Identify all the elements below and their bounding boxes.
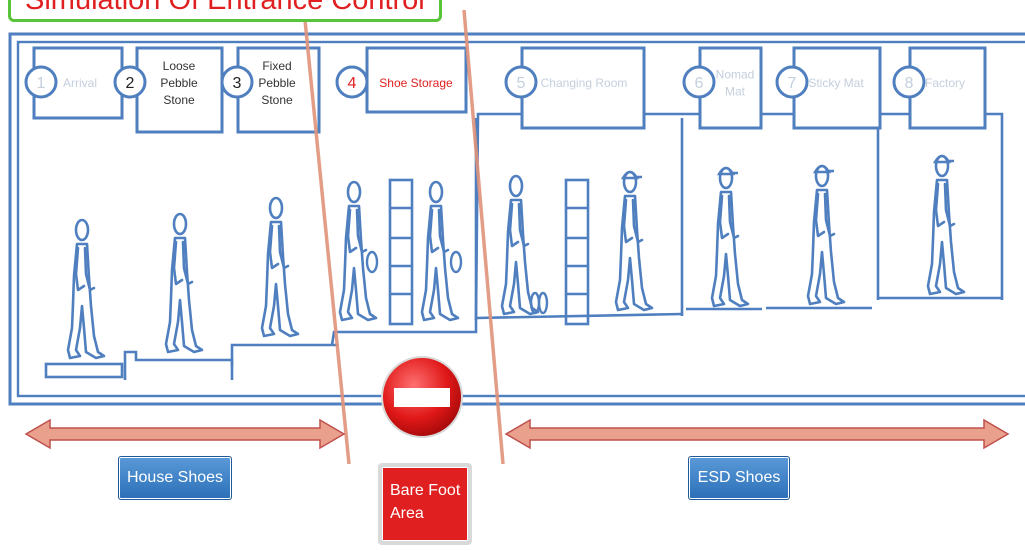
station-label: Changing Room: [541, 76, 628, 90]
walking-person-icon: [260, 196, 300, 338]
scene-frame: [8, 32, 1025, 406]
shoe-rack-icon: [564, 178, 590, 326]
page-title: Simulation Of Entrance Control: [8, 0, 442, 22]
station-number-circle: [682, 65, 716, 99]
station-number-circle: [24, 65, 58, 99]
cap-person-icon: [616, 172, 652, 310]
cap-person-icon: [712, 168, 748, 306]
station-label: Stone: [163, 93, 195, 107]
station-box: [236, 46, 321, 134]
station-number: 6: [695, 75, 704, 92]
station-number: 2: [126, 75, 135, 92]
station-box: [792, 46, 882, 130]
station-number-circle: [113, 65, 147, 99]
station-number: 5: [517, 75, 526, 92]
bare-foot-line-1: Bare Foot: [390, 482, 461, 499]
station-4: 4 Shoe Storage: [335, 46, 468, 114]
station-number-circle: [504, 65, 538, 99]
station-number: 7: [788, 75, 797, 92]
station-number: 3: [233, 75, 242, 92]
station-number: 1: [37, 75, 46, 92]
station-5: 5 Changing Room: [504, 46, 646, 130]
shoe-rack-icon: [388, 178, 414, 326]
station-label: Nomad: [716, 68, 755, 82]
station-8: 8 Factory: [892, 46, 987, 130]
station-label: Arrival: [63, 76, 97, 90]
cap-person-icon: [928, 156, 964, 294]
station-1: 1 Arrival: [24, 46, 124, 120]
station-number: 8: [905, 75, 914, 92]
station-label: Mat: [725, 85, 746, 99]
station-number: 4: [348, 75, 357, 92]
esd-shoes-badge: ESD Shoes: [688, 456, 790, 500]
station-label: Factory: [925, 76, 965, 90]
station-number-circle: [892, 65, 926, 99]
station-label: Fixed: [262, 59, 291, 73]
station-label: Stone: [261, 93, 293, 107]
esd-shoes-arrow: [504, 418, 1010, 450]
station-label: Sticky Mat: [808, 76, 864, 90]
station-number-circle: [220, 65, 254, 99]
scene-inner-frame: [16, 40, 1025, 398]
station-number-circle: [775, 65, 809, 99]
cap-person-icon: [808, 166, 844, 304]
bare-foot-area-badge: Bare Foot Area: [378, 463, 472, 545]
station-label: Shoe Storage: [379, 76, 453, 90]
house-shoes-arrow: [24, 418, 346, 450]
no-entry-sign-icon: [381, 356, 463, 438]
bare-foot-line-2: Area: [390, 505, 424, 522]
floor-platforms: [44, 112, 1004, 380]
station-label: Pebble: [160, 76, 198, 90]
station-box: [135, 46, 224, 134]
walking-person-icon: [66, 218, 106, 360]
walking-person-icon: [420, 180, 460, 322]
zone-divider-left: [302, 9, 351, 465]
walking-person-icon: [164, 212, 204, 354]
station-label: Loose: [163, 59, 196, 73]
station-7: 7 Sticky Mat: [775, 46, 882, 130]
station-box: [520, 46, 646, 130]
walking-person-icon: [338, 180, 378, 322]
zone-divider-right: [462, 9, 505, 465]
station-label: Pebble: [258, 76, 296, 90]
station-number-circle: [335, 65, 369, 99]
house-shoes-badge: House Shoes: [118, 456, 232, 500]
